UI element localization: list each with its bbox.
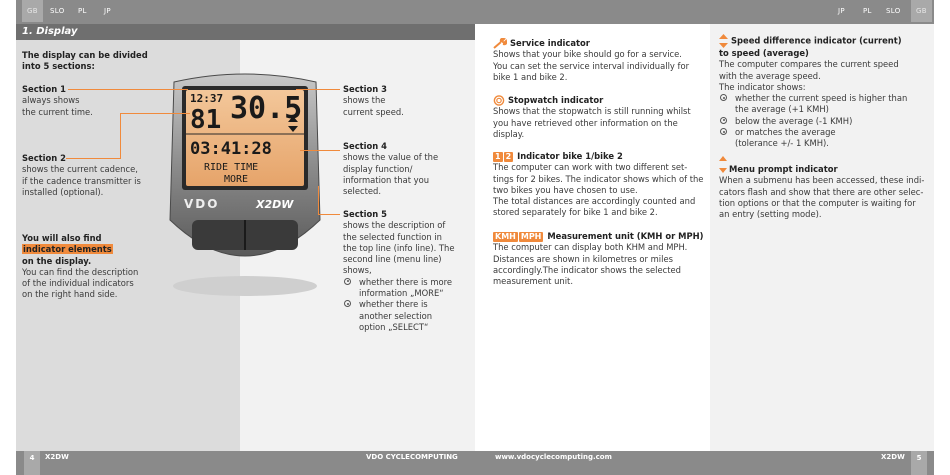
lang-slo[interactable]: SLO [50, 7, 65, 15]
bullet-icon [720, 128, 727, 136]
bike2-icon: 2 [503, 152, 514, 162]
bullet-higher: whether the current speed is higher than… [719, 93, 931, 116]
lcd-menu-line: MORE [224, 174, 248, 185]
indicator-note: You will also find indicator elements on… [22, 233, 139, 300]
cycle-computer-illustration: 12:37 81 30.5 03:41:28 RIDE TIME MORE VD… [169, 73, 321, 296]
lang-gb[interactable]: GB [22, 0, 43, 22]
section1-text: Section 1 always shows the current time. [22, 84, 162, 118]
lang-slo-right[interactable]: SLO [886, 7, 901, 15]
footer-brand: VDO CYCLECOMPUTING [366, 453, 458, 461]
lcd-value: 03:41:28 [190, 139, 272, 159]
footer-model-left: X2DW [45, 453, 69, 461]
lcd-up-arrow-icon [288, 116, 298, 122]
leader-s2-h [66, 158, 120, 159]
section5-text: Section 5 shows the description of the s… [343, 209, 471, 333]
menu-prompt-icon [719, 156, 727, 173]
footer-left: 4 X2DW VDO CYCLECOMPUTING [16, 451, 475, 475]
wrench-icon [493, 38, 507, 49]
top-bar-left: GB SLO PL JP [16, 0, 475, 24]
menu-prompt-block: Menu prompt indicator When a submenu has… [719, 164, 925, 220]
leader-s2-v [120, 113, 121, 159]
footer-model-right: X2DW [881, 453, 905, 461]
footer-right: www.vdocyclecomputing.com X2DW 5 [475, 451, 934, 475]
section3-text: Section 3 shows the current speed. [343, 84, 471, 118]
bullet-below: below the average (-1 KMH) [719, 116, 931, 127]
lang-jp[interactable]: JP [104, 7, 111, 15]
leader-s3 [296, 89, 340, 90]
device-model: X2DW [255, 198, 294, 211]
section5-title: Section 5 [343, 209, 388, 219]
footer-url[interactable]: www.vdocyclecomputing.com [495, 453, 612, 461]
intro-text: The display can be divided into 5 sectio… [22, 50, 148, 72]
leader-s1 [68, 89, 188, 90]
page-number-right: 5 [911, 451, 927, 475]
bullet-matches: or matches the average(tolerance +/- 1 K… [719, 127, 931, 150]
bullet-icon [344, 300, 351, 308]
leader-s5-h [318, 214, 340, 215]
service-block: Service indicator Shows that your bike s… [493, 38, 690, 82]
bullet-icon [720, 116, 727, 124]
leader-s2-top [120, 113, 190, 114]
section-title: 1. Display [16, 24, 475, 40]
section3-title: Section 3 [343, 84, 388, 94]
leader-s5-v [318, 186, 319, 215]
bullet-icon [344, 277, 351, 285]
section2-text: Section 2 shows the current cadence, if … [22, 153, 162, 198]
top-bar-right: JP PL SLO GB [475, 0, 934, 24]
mph-icon: MPH [518, 232, 544, 242]
lcd-cadence: 81 [190, 105, 221, 135]
lcd-time: 12:37 [190, 92, 223, 105]
stopwatch-icon [493, 95, 505, 106]
column-bg-4 [710, 0, 934, 451]
lang-jp-right[interactable]: JP [838, 7, 845, 15]
kmh-icon: KMH [493, 232, 518, 242]
bullet-icon [720, 94, 727, 102]
section4-text: Section 4 shows the value of the display… [343, 141, 471, 197]
lcd-info-line: RIDE TIME [204, 162, 258, 173]
section1-title: Section 1 [22, 84, 67, 94]
lang-pl-right[interactable]: PL [863, 7, 872, 15]
lang-gb-right[interactable]: GB [911, 0, 932, 22]
stopwatch-block: Stopwatch indicator Shows that the stopw… [493, 95, 691, 139]
device-shadow [173, 276, 317, 296]
lang-pl[interactable]: PL [78, 7, 87, 15]
lcd-screen [186, 90, 304, 186]
section4-title: Section 4 [343, 141, 388, 151]
column-bg-3 [475, 0, 710, 451]
indicator-highlight: indicator elements [22, 244, 113, 255]
up-down-arrows-icon [719, 34, 728, 48]
bike1-icon: 1 [493, 152, 503, 162]
lcd-down-arrow-icon [288, 126, 298, 132]
page-number-left: 4 [24, 451, 40, 475]
device-brand: VDO [184, 197, 219, 211]
section2-title: Section 2 [22, 153, 67, 163]
speed-diff-block: Speed difference indicator (current) to … [719, 34, 931, 150]
leader-s4 [300, 150, 340, 151]
